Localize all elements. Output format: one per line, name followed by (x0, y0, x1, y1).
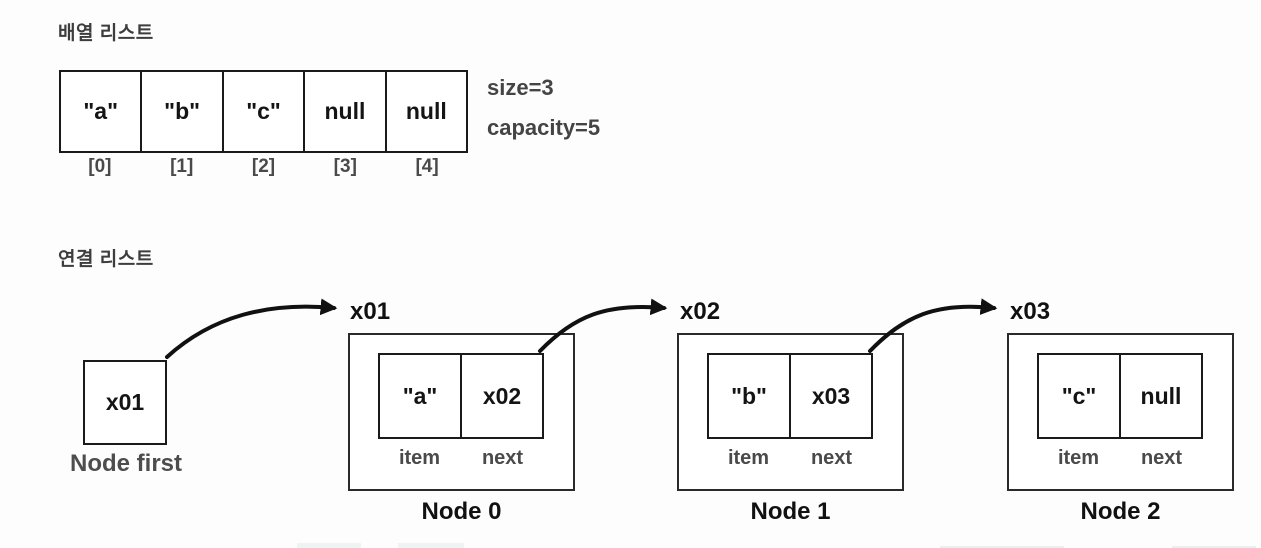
node-2-item-cell: "c" (1061, 382, 1097, 409)
array-cell-1: "b" (140, 72, 221, 151)
node-1-pair: "b" x03 (707, 353, 873, 439)
array-meta: size=3 capacity=5 (487, 68, 600, 148)
array-cell-2: "c" (221, 72, 303, 151)
array-index-1: [1] (170, 156, 194, 177)
bottom-cropped-shape (297, 543, 361, 548)
node-2-field-labels: item next (1037, 447, 1203, 470)
node-0-field-labels: item next (378, 447, 544, 470)
array-index-row: [0] [1] [2] [3] [4] (59, 156, 468, 178)
bottom-cropped-shape (1172, 546, 1256, 548)
node-first-caption: Node first (69, 450, 182, 477)
node-1-field-labels: item next (707, 447, 873, 470)
node-0-next-cell: x02 (460, 355, 542, 437)
node-0-pair: "a" x02 (378, 353, 544, 439)
node-0-next-label: next (481, 447, 524, 469)
array-cells-row: "a" "b" "c" null null (59, 70, 468, 153)
node-2-next-label: next (1140, 447, 1183, 469)
node-0-box: "a" x02 item next (348, 333, 575, 491)
pointer-label-x02: x02 (680, 298, 721, 325)
node-0-item-label: item (398, 447, 441, 469)
pointer-label-x01: x01 (350, 298, 391, 325)
size-label: size=3 (487, 75, 554, 100)
node-0-item-cell: "a" (402, 382, 438, 409)
pointer-label-x03: x03 (1010, 298, 1051, 325)
node-2-next-cell: null (1119, 355, 1201, 437)
node-2-box: "c" null item next (1007, 333, 1234, 491)
node-1-item-cell: "b" (731, 382, 767, 409)
array-index-0: [0] (88, 156, 112, 177)
node-1-next-cell: x03 (789, 355, 871, 437)
node-2-caption: Node 2 (1080, 498, 1161, 525)
array-index-3: [3] (333, 156, 357, 177)
array-list-title: 배열 리스트 (58, 23, 154, 44)
bottom-cropped-shape (940, 546, 1064, 548)
array-cell-3: null (303, 72, 384, 151)
array-cell-4: null (384, 72, 466, 151)
node-1-box: "b" x03 item next (677, 333, 904, 491)
node-1-item-label: item (727, 447, 770, 469)
linked-list-title: 연결 리스트 (58, 249, 154, 270)
node-first-box: x01 (83, 360, 167, 445)
array-cell-0: "a" (83, 98, 118, 124)
node-1-next-label: next (810, 447, 853, 469)
array-index-2: [2] (251, 156, 276, 177)
array-index-4: [4] (415, 156, 439, 177)
bottom-cropped-shape (398, 543, 464, 548)
node-2-item-label: item (1057, 447, 1100, 469)
node-0-caption: Node 0 (421, 498, 502, 525)
capacity-label: capacity=5 (487, 115, 601, 140)
node-2-pair: "c" null (1037, 353, 1203, 439)
arrow-first-to-node0 (165, 298, 338, 359)
node-1-caption: Node 1 (750, 498, 831, 525)
